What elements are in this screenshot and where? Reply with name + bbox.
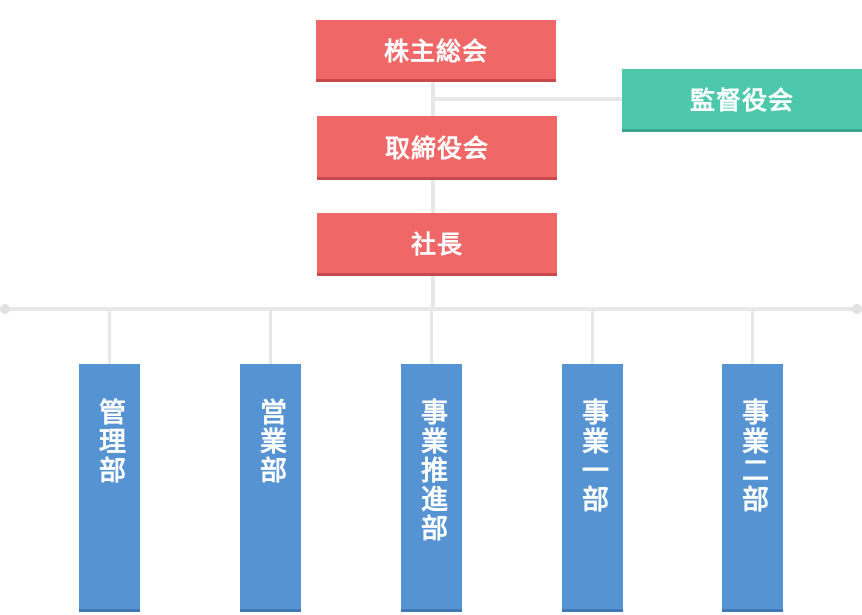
department-box-5: 事業二部 [722,364,783,612]
audit-board-label: 監督役会 [689,86,794,115]
department-box-4: 事業一部 [562,364,623,612]
connector-drop-1 [108,309,111,365]
connector-main-vertical [431,80,435,310]
department-box-1: 管理部 [79,364,140,612]
board-of-directors-label: 取締役会 [384,133,489,163]
department-label: 管理部 [94,398,125,485]
department-box-2: 営業部 [240,364,301,612]
shareholders-meeting-label: 株主総会 [383,36,488,66]
department-label: 営業部 [255,398,286,485]
connector-drop-3 [430,309,433,365]
president-label: 社長 [410,230,463,259]
connector-drop-5 [751,309,754,365]
department-label: 事業一部 [577,398,608,514]
connector-audit-horizontal [433,97,623,101]
board-of-directors-box: 取締役会 [317,116,557,180]
shareholders-meeting-box: 株主総会 [316,20,556,82]
audit-board-box: 監督役会 [622,69,862,132]
connector-drop-4 [591,309,594,365]
department-box-3: 事業推進部 [401,364,462,612]
department-label: 事業二部 [737,398,768,514]
president-box: 社長 [317,213,557,276]
bus-right-end [852,304,862,314]
bus-left-end [0,304,10,314]
department-label: 事業推進部 [416,398,447,543]
connector-drop-2 [269,309,272,365]
